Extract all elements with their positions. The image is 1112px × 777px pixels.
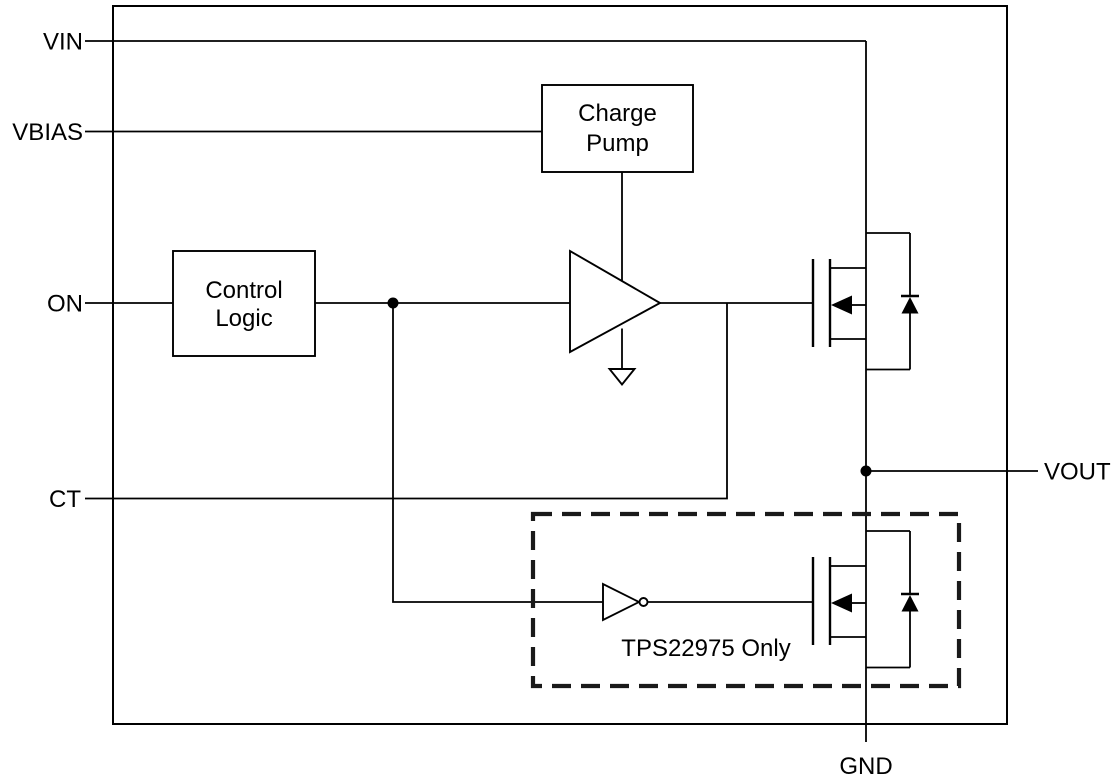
pin-label-vin: VIN: [43, 29, 83, 56]
ct-wire: [85, 303, 728, 500]
pulldown-fet: [811, 530, 919, 669]
control-logic-label-line1: Control: [205, 277, 282, 304]
pin-label-gnd: GND: [839, 753, 892, 777]
gate-driver-buffer: [569, 249, 662, 387]
pin-label-on: ON: [47, 291, 83, 318]
tps22975-only-region: TPS22975 Only: [530, 511, 962, 689]
pass-fet-body-diode-icon: [901, 297, 919, 314]
charge-pump-block: Charge Pump: [541, 84, 694, 173]
ground-symbol-icon: [607, 368, 637, 387]
pulldown-fet-body-arrow-icon: [831, 593, 852, 613]
pin-label-vbias: VBIAS: [12, 119, 83, 146]
pulldown-fet-body-diode-icon: [901, 595, 919, 612]
gate-node-junction-dot: [387, 297, 399, 309]
control-logic-block: Control Logic: [172, 250, 316, 357]
charge-pump-label-line2: Pump: [586, 130, 649, 157]
pass-fet: [811, 232, 919, 371]
wires: [85, 40, 1038, 742]
inverter-bubble-icon: [638, 597, 649, 607]
dashed-region-label: TPS22975 Only: [621, 635, 790, 662]
pin-label-ct: CT: [49, 486, 81, 513]
control-logic-label-line2: Logic: [215, 305, 272, 332]
pass-fet-body-arrow-icon: [831, 295, 852, 315]
buffer-triangle-icon: [569, 249, 662, 354]
inverter-triangle-icon: [602, 582, 642, 622]
inverter: [602, 582, 649, 622]
vout-junction-dot: [860, 465, 872, 477]
charge-pump-label-line1: Charge: [578, 100, 657, 127]
pin-label-vout: VOUT: [1044, 459, 1111, 486]
chip-boundary: [112, 5, 1008, 725]
charge-pump-box: [541, 84, 694, 173]
dashed-region-outline: [530, 511, 962, 689]
control-logic-box: [172, 250, 316, 357]
